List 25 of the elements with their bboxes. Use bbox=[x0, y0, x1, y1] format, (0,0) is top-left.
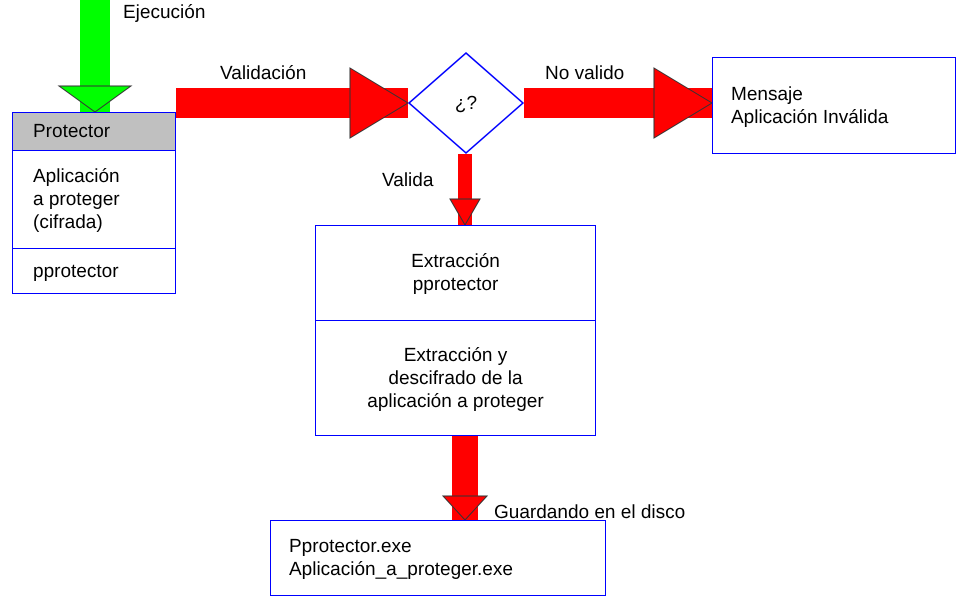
process-box bbox=[315, 320, 596, 436]
node-text: Aplicación a proteger (cifrada) bbox=[33, 165, 121, 234]
node-text: Protector bbox=[33, 120, 112, 143]
node-text: Pprotector.exe Aplicación_a_proteger.exe bbox=[289, 535, 514, 581]
edge-label: Validación bbox=[220, 63, 306, 85]
process-box bbox=[712, 57, 956, 154]
node-text: ¿? bbox=[454, 92, 478, 114]
block-arrow bbox=[58, 0, 132, 112]
node-text: Mensaje Aplicación Inválida bbox=[731, 82, 890, 128]
block-arrow bbox=[442, 436, 488, 520]
process-box bbox=[12, 248, 176, 294]
block-arrow bbox=[524, 68, 712, 138]
header-box bbox=[12, 112, 176, 151]
block-arrow bbox=[450, 154, 480, 226]
edge-label: Valida bbox=[382, 170, 434, 192]
block-arrow bbox=[176, 68, 408, 138]
process-box bbox=[12, 150, 176, 249]
node-text: Extracción pprotector bbox=[410, 250, 501, 296]
node-text: pprotector bbox=[33, 260, 120, 282]
edge-label: Ejecución bbox=[123, 2, 206, 24]
edge-label: Guardando en el disco bbox=[494, 502, 686, 524]
edge-label: No valido bbox=[545, 63, 624, 85]
process-box bbox=[315, 225, 596, 321]
node-text: Extracción y descifrado de la aplicación a proteger bbox=[366, 344, 545, 412]
process-box bbox=[270, 520, 606, 596]
